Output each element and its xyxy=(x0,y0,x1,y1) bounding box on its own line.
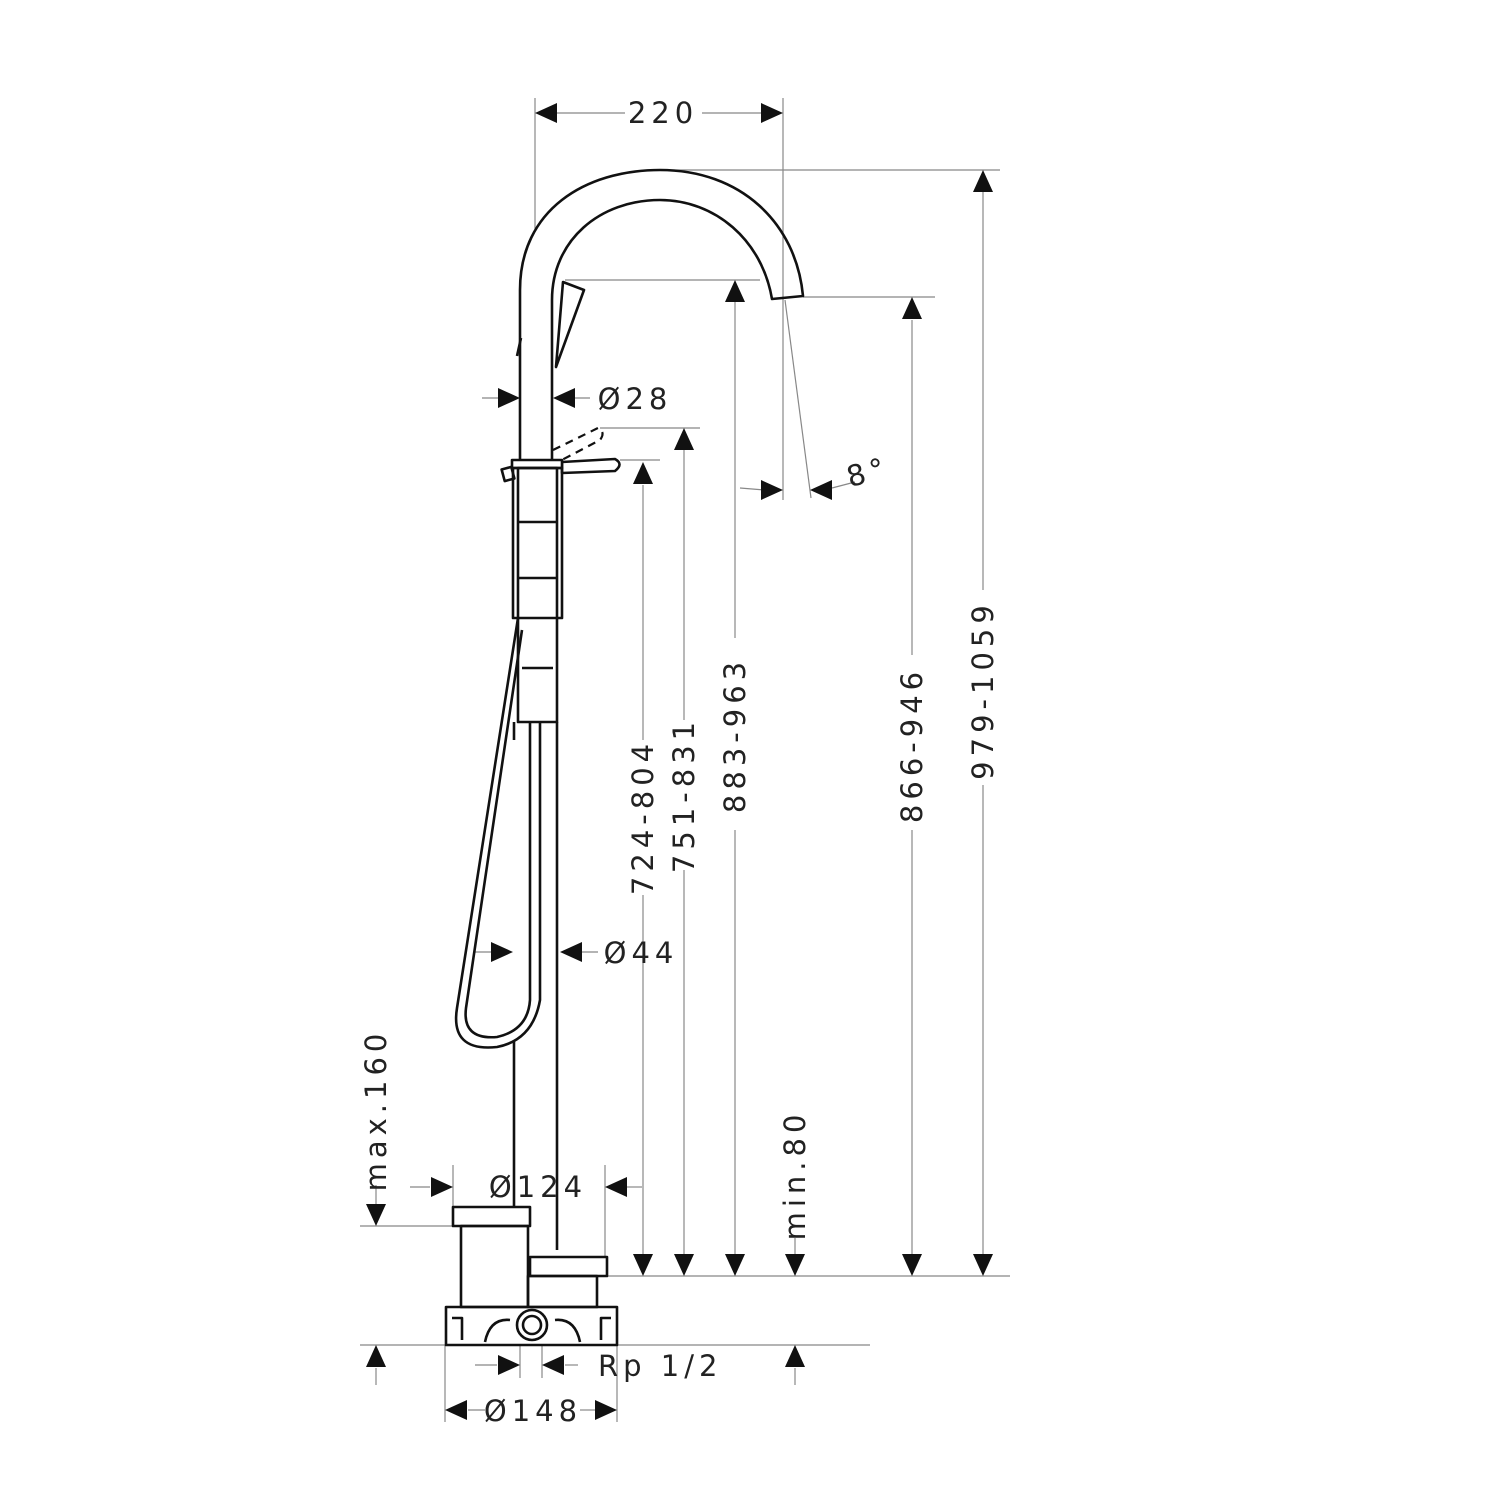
arrowhead xyxy=(785,1254,805,1276)
shower-hose xyxy=(454,617,542,1049)
arrowhead xyxy=(633,1254,653,1276)
connection-fitting xyxy=(515,1308,549,1342)
dim-pipe-top: Ø28 xyxy=(598,382,673,416)
dim-spout-angle: 8° xyxy=(843,450,893,494)
dim-base: Ø148 xyxy=(484,1394,582,1428)
hand-shower-head xyxy=(554,280,586,369)
lever-raised xyxy=(552,426,604,463)
dim-min-depth: min.80 xyxy=(778,1110,812,1241)
arrowhead xyxy=(542,1355,564,1375)
arrowhead xyxy=(761,480,783,500)
arrowhead xyxy=(785,1345,805,1367)
dim-shower-height: 883-963 xyxy=(718,657,752,813)
arrowhead xyxy=(560,942,582,962)
arrowhead xyxy=(633,462,653,484)
arrowhead xyxy=(595,1400,617,1420)
arrowhead xyxy=(553,388,575,408)
dim-total-height: 979-1059 xyxy=(966,600,1000,780)
dimension-lines xyxy=(360,98,1010,1422)
mounting-bracket xyxy=(444,1305,619,1347)
dim-lever-height: 724-804 xyxy=(626,739,660,895)
arrowhead xyxy=(674,428,694,450)
arrowhead xyxy=(725,280,745,302)
mixer-body xyxy=(511,466,564,620)
rosette-lower xyxy=(528,1255,609,1278)
arrowhead xyxy=(366,1204,386,1226)
arrowhead xyxy=(431,1177,453,1197)
arrowhead xyxy=(498,388,520,408)
arrowhead xyxy=(725,1254,745,1276)
arrowhead xyxy=(605,1177,627,1197)
arrowhead xyxy=(973,170,993,192)
dim-spout-reach: 220 xyxy=(628,96,698,130)
arrowhead xyxy=(902,297,922,319)
dim-lever-raised: 751-831 xyxy=(667,717,701,873)
dimension-labels: 220 Ø28 8° Ø44 724-804 751-831 883-963 8… xyxy=(359,96,1000,1428)
rosette-top xyxy=(451,1205,532,1228)
arrowhead xyxy=(366,1345,386,1367)
dimension-arrows xyxy=(366,103,993,1420)
arrowhead xyxy=(535,103,557,123)
faucet-outline xyxy=(444,168,805,1347)
dim-max-depth: max.160 xyxy=(359,1029,393,1192)
arrowhead xyxy=(491,942,513,962)
dim-rosette: Ø124 xyxy=(489,1170,587,1204)
arrowhead xyxy=(973,1254,993,1276)
spout xyxy=(518,168,805,460)
dim-thread: Rp 1/2 xyxy=(598,1349,722,1383)
dim-spout-outlet: 866-946 xyxy=(895,667,929,823)
lever xyxy=(560,457,621,475)
dim-pipe-bottom: Ø44 xyxy=(604,936,679,970)
arrowhead xyxy=(498,1355,520,1375)
arrowhead xyxy=(810,480,832,500)
arrowhead xyxy=(674,1254,694,1276)
arrowhead xyxy=(761,103,783,123)
arrowhead xyxy=(445,1400,467,1420)
arrowhead xyxy=(902,1254,922,1276)
